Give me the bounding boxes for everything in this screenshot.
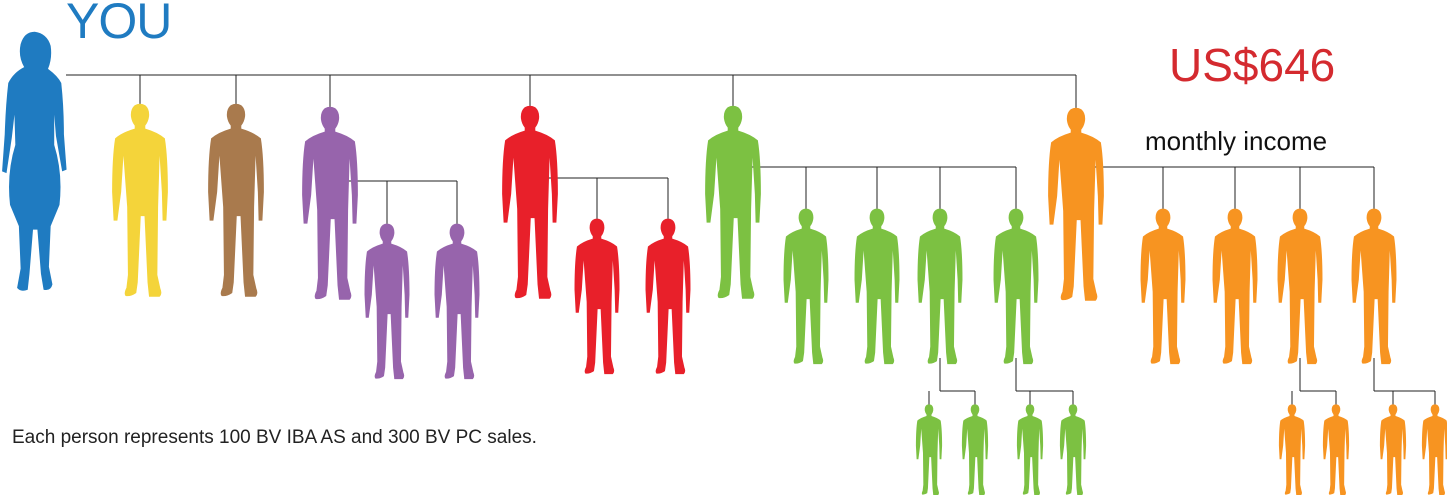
person-icon (1351, 208, 1397, 365)
footnote: Each person represents 100 BV IBA AS and… (12, 427, 537, 448)
person-icon (1421, 404, 1447, 495)
person-icon (1140, 208, 1186, 365)
person-icon (705, 105, 761, 299)
people-figures (2, 31, 1447, 495)
person-icon (854, 208, 900, 365)
person-icon (783, 208, 829, 365)
person-icon (1322, 404, 1350, 495)
person-icon (917, 208, 963, 365)
person-icon (434, 223, 480, 380)
person-icon (1277, 208, 1323, 365)
person-icon (993, 208, 1039, 365)
person-icon (502, 105, 558, 299)
you-person-icon (2, 31, 67, 291)
connector-lines (66, 74, 1436, 406)
person-icon (1212, 208, 1258, 365)
person-icon (915, 404, 943, 495)
person-icon (1059, 404, 1087, 495)
person-icon (1016, 404, 1044, 495)
person-icon (1278, 404, 1306, 495)
person-icon (1048, 107, 1104, 301)
person-icon (364, 223, 410, 380)
person-icon (645, 218, 691, 375)
person-icon (1379, 404, 1407, 495)
income-label: monthly income (1145, 126, 1328, 156)
person-icon (302, 106, 358, 300)
income-amount: US$646 (1169, 39, 1336, 91)
person-icon (961, 404, 989, 495)
person-icon (574, 218, 620, 375)
person-icon (112, 103, 168, 297)
person-icon (208, 103, 264, 297)
you-label: YOU (66, 0, 172, 49)
